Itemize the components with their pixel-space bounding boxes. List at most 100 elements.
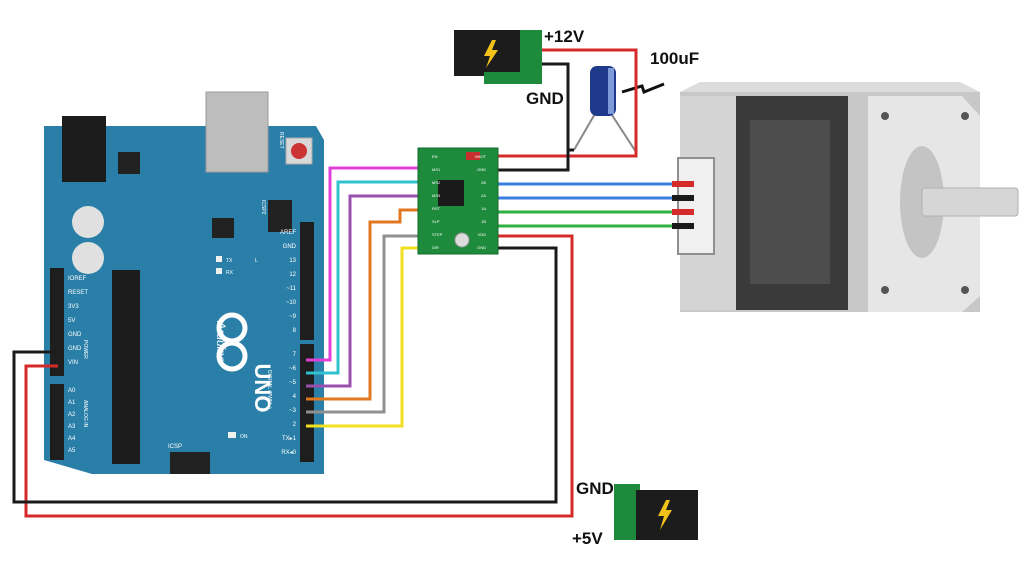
analog-section-label: ANALOG IN <box>82 400 88 428</box>
driver-potentiometer <box>454 232 470 248</box>
pin-label: 8 <box>293 328 297 334</box>
pin-label: RST <box>432 206 441 211</box>
pin-label: IOREF <box>68 276 87 282</box>
pin-label: GND <box>477 245 486 250</box>
pin-label: GND <box>283 244 297 250</box>
voltage-regulator <box>118 152 140 174</box>
digital-header-top <box>300 222 314 340</box>
tx-led <box>216 256 222 262</box>
pin-label: A5 <box>68 448 76 454</box>
jack-pcb <box>614 484 640 540</box>
icsp-label: ICSP <box>168 444 182 450</box>
pin-label: RX◂0 <box>281 450 296 456</box>
pin-label: VIN <box>68 360 78 366</box>
logo-loop-right <box>216 340 248 372</box>
label-plus12v: +12V <box>544 27 585 46</box>
pin-label: ~6 <box>289 366 297 372</box>
motor-screw-hole <box>961 112 969 120</box>
digital-bottom-pin-labels: 7 ~6 ~5 4 ~3 2TX▸1RX◂0 <box>281 352 296 456</box>
wire-5v-ground <box>12 246 558 504</box>
motor-lamination-highlight <box>750 120 830 284</box>
pin-label: ~11 <box>286 286 296 292</box>
rx-led <box>216 268 222 274</box>
motor-top-bevel <box>680 82 980 92</box>
rx-label: RX <box>226 270 234 276</box>
pin-label: GND <box>68 346 82 352</box>
pin-label: A3 <box>68 424 76 430</box>
pin-label: ~3 <box>289 408 297 414</box>
motor-connector-pins <box>672 181 694 229</box>
pin-label: 5V <box>68 318 75 324</box>
pin-label: MS3 <box>432 193 441 198</box>
digital-section-label: DIGITAL (PWM~) <box>266 370 272 409</box>
motor-shaft <box>921 187 1019 217</box>
motor-screw-hole <box>961 286 969 294</box>
wire-12v-ground <box>496 62 570 172</box>
pin-label: ~9 <box>289 314 297 320</box>
pin-label: ~5 <box>289 380 297 386</box>
reset-button-cap <box>291 143 307 159</box>
pin-label: GND <box>68 332 82 338</box>
pin-label: 4 <box>293 394 297 400</box>
label-plus5v: +5V <box>572 529 603 548</box>
l-label: L <box>255 258 258 264</box>
capacitor-b <box>72 242 104 274</box>
pin-label: 2 <box>293 422 297 428</box>
pin-label: A0 <box>68 388 76 394</box>
power-header <box>50 268 64 376</box>
jack-pcb-base <box>484 72 542 84</box>
lightning-bolt-icon <box>658 500 672 530</box>
wire-12v-positive <box>496 48 638 158</box>
pin-label: A1 <box>68 400 76 406</box>
driver-chip <box>438 180 464 206</box>
pin-label: RESET <box>68 290 88 296</box>
reset-label: RESET <box>278 132 284 149</box>
icsp2-label: ICSP2 <box>260 200 266 215</box>
pin-label: VDD <box>478 232 487 237</box>
pin-label: A2 <box>68 412 76 418</box>
model-label: UNO <box>250 364 275 413</box>
on-led <box>228 432 236 438</box>
capacitor-pointer-icon <box>621 82 665 94</box>
label-capacitor: 100uF <box>650 49 699 68</box>
label-gnd-top: GND <box>526 89 564 108</box>
pin-label: 3V3 <box>68 304 79 310</box>
usb-port <box>205 91 269 173</box>
atmega-chip <box>112 270 140 464</box>
wire-grey <box>306 234 422 414</box>
icsp-header <box>170 452 210 474</box>
pin-label: A4 <box>68 436 76 442</box>
pin-label: 1B <box>481 219 486 224</box>
wire-5v-positive <box>24 234 574 518</box>
pin-label: EN <box>432 154 438 159</box>
pin-label: ~10 <box>286 300 297 306</box>
dc-barrel-jack <box>62 116 106 182</box>
on-label: ON <box>240 434 248 440</box>
pin-label: 2A <box>481 193 486 198</box>
wire-cyan <box>306 180 422 375</box>
capacitor-100uf <box>573 66 665 153</box>
pin-label: STEP <box>432 232 443 237</box>
capacitor-lead-left <box>573 111 597 151</box>
small-chip <box>212 218 234 238</box>
pin-label: 2B <box>481 180 486 185</box>
motor-screw-hole <box>881 286 889 294</box>
pin-label: TX▸1 <box>282 436 297 442</box>
pin-label: DIR <box>432 245 439 250</box>
jack-pcb <box>520 30 542 84</box>
pin-label: 7 <box>293 352 297 358</box>
wire-magenta <box>306 166 422 362</box>
power-jack-12v <box>454 30 542 84</box>
capacitor-a <box>72 206 104 238</box>
wires <box>12 48 694 518</box>
capacitor-lead-right <box>609 111 637 153</box>
power-jack-5v <box>614 484 698 540</box>
motor-connector <box>677 157 715 255</box>
lightning-bolt-icon <box>484 40 498 68</box>
tx-label: TX <box>226 258 233 264</box>
wire-yellow <box>306 246 422 428</box>
stepper-motor <box>677 82 1019 312</box>
